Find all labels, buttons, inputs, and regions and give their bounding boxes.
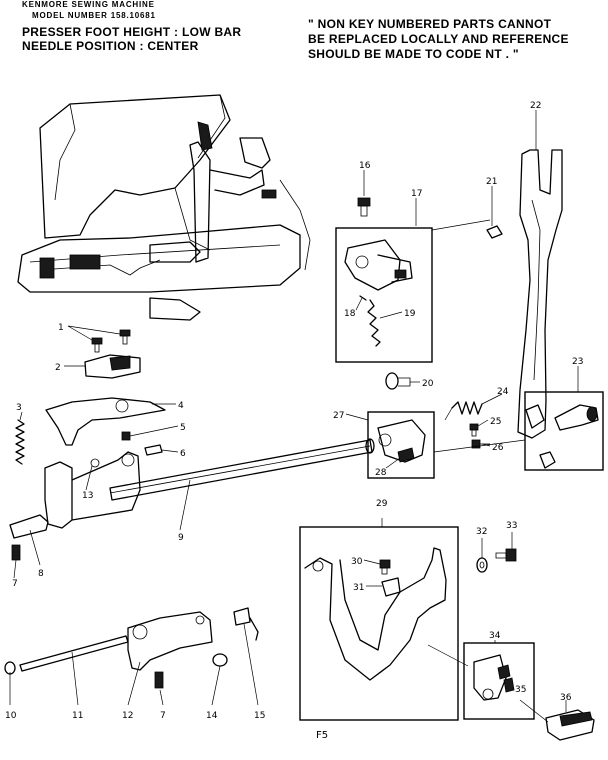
machine-overview: [17, 94, 311, 321]
callout-2: 2: [55, 363, 61, 373]
header-line-3: PRESSER FOOT HEIGHT : LOW BAR: [22, 25, 242, 39]
callout-labels: 1 2 3 4 5 6 7 8 9 10 11 12 7 14 15 16 17…: [5, 101, 583, 721]
bracket-27: [377, 419, 426, 463]
header-line-2: MODEL NUMBER 158.10681: [32, 11, 156, 20]
washer-32: [476, 557, 488, 573]
callout-5: 5: [180, 423, 186, 433]
callout-14: 14: [206, 711, 218, 721]
callout-20: 20: [422, 379, 434, 389]
spring-24: [451, 401, 483, 415]
header-line-1: KENMORE SEWING MACHINE: [22, 0, 155, 9]
callout-26: 26: [492, 443, 504, 453]
screw-20: [385, 372, 411, 390]
callout-36: 36: [560, 693, 572, 703]
bracket-assembly-left: [9, 451, 141, 539]
part-group-box-34: [463, 642, 535, 720]
clamp-34: [473, 654, 515, 701]
plate-2: [84, 354, 141, 379]
callout-9: 9: [178, 533, 184, 543]
callout-4: 4: [178, 401, 184, 411]
callout-32: 32: [476, 527, 487, 537]
spring-3: [15, 419, 25, 465]
callout-6: 6: [180, 449, 186, 459]
spring-15: [233, 607, 259, 641]
callout-11: 11: [72, 711, 83, 721]
screw-25: [469, 423, 479, 437]
screw-26: [471, 439, 490, 449]
callout-33: 33: [506, 521, 517, 531]
callout-10: 10: [5, 711, 17, 721]
callout-13: 13: [82, 491, 93, 501]
note-line-1: " NON KEY NUMBERED PARTS CANNOT: [308, 17, 552, 31]
presser-foot-36: [545, 709, 595, 741]
header-line-4: NEEDLE POSITION : CENTER: [22, 39, 199, 53]
callout-12: 12: [122, 711, 133, 721]
callout-35: 35: [515, 685, 526, 695]
part-group-box-23: [524, 391, 604, 471]
screw-5: [121, 431, 131, 441]
callout-28: 28: [375, 468, 387, 478]
callout-3: 3: [16, 403, 22, 413]
part-group-box-27: [367, 411, 435, 479]
callout-31: 31: [353, 583, 364, 593]
washer-14: [212, 653, 228, 667]
callout-25: 25: [490, 417, 501, 427]
callout-27: 27: [333, 411, 344, 421]
screw-7-left: [11, 544, 21, 561]
main-shaft-9: [109, 438, 375, 501]
lever-22: [517, 149, 563, 439]
callout-15: 15: [254, 711, 265, 721]
screw-7-bottom: [154, 671, 164, 689]
callout-19: 19: [404, 309, 416, 319]
callout-34: 34: [489, 631, 501, 641]
screws-1: [91, 329, 131, 353]
square-nut-21: [486, 225, 503, 239]
callout-8: 8: [38, 569, 44, 579]
callout-21: 21: [486, 177, 497, 187]
callout-23: 23: [572, 357, 583, 367]
callout-29: 29: [376, 499, 388, 509]
bracket-assembly-17: [344, 197, 413, 347]
pin-6: [144, 444, 163, 456]
callout-30: 30: [351, 557, 363, 567]
bracket-12: [127, 611, 213, 671]
callout-7-left: 7: [12, 579, 18, 589]
note-line-2: BE REPLACED LOCALLY AND REFERENCE: [308, 32, 569, 46]
part-group-box-17: [335, 227, 433, 363]
part-group-box-29: [299, 526, 459, 721]
lever-assembly-29: [304, 547, 447, 681]
screw-33: [495, 548, 517, 562]
shoulder-screw-23: [539, 404, 599, 469]
note-line-3: SHOULD BE MADE TO CODE NT . ": [308, 47, 519, 61]
callout-7-bottom: 7: [160, 711, 166, 721]
callout-1: 1: [58, 323, 64, 333]
leader-lines: [9, 110, 579, 712]
callout-17: 17: [411, 189, 422, 199]
plate-bracket-4: [45, 397, 166, 446]
callout-18: 18: [344, 309, 356, 319]
figure-label: F5: [316, 730, 328, 741]
callout-16: 16: [359, 161, 371, 171]
callout-24: 24: [497, 387, 509, 397]
callout-22: 22: [530, 101, 541, 111]
shaft-11: [19, 635, 129, 672]
